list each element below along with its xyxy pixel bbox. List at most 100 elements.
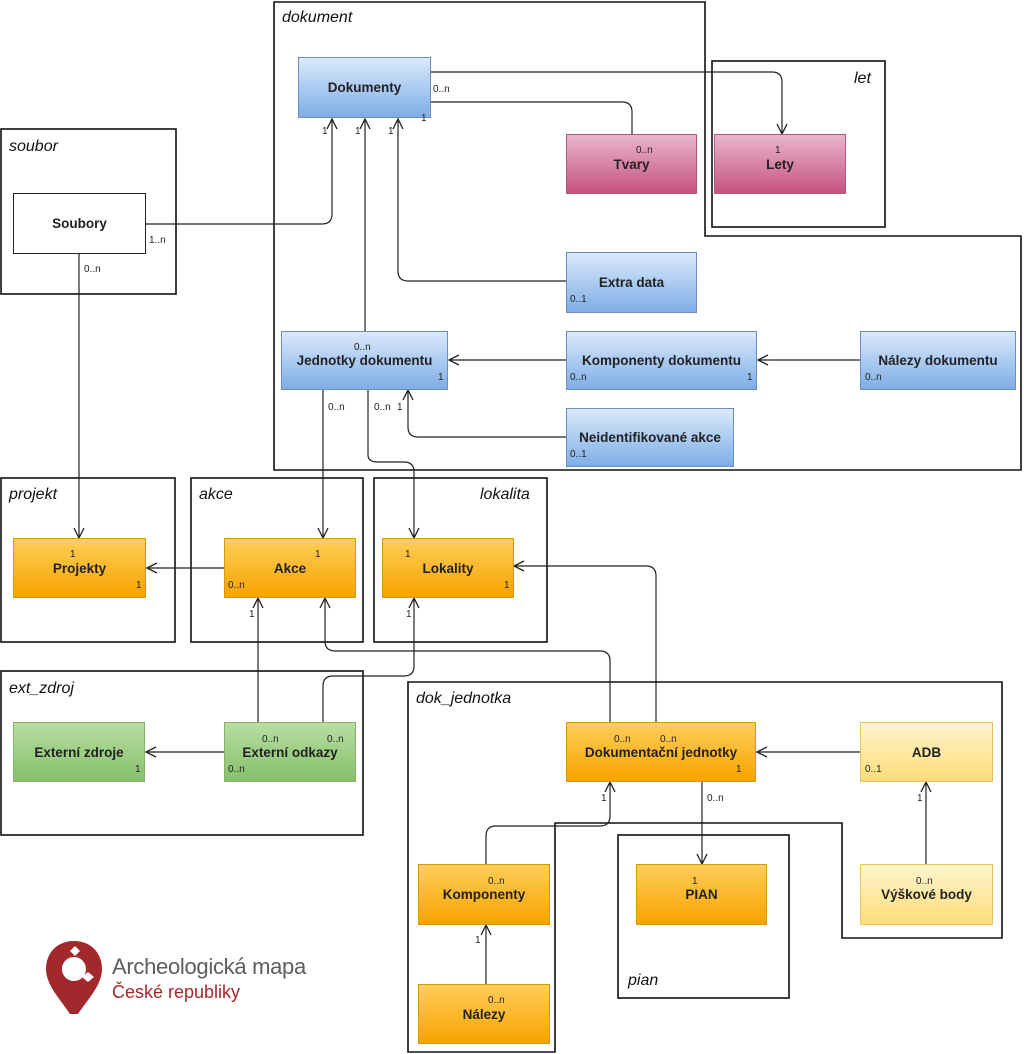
mult-label: 1 [249,609,255,620]
entity-nalezy: Nálezy [418,984,550,1044]
amcr-logo-icon [46,941,102,1014]
entity-nalezy-dokumentu: Nálezy dokumentu [860,331,1016,390]
mult-label: 0..n [354,342,371,353]
mult-label: 0..1 [570,449,587,460]
mult-label: 0..n [84,264,101,275]
entity-externi-odkazy-label: Externí odkazy [242,744,338,760]
entity-lety-label: Lety [766,156,794,172]
mult-label: 0..n [614,734,631,745]
mult-label: 1 [504,580,510,591]
entity-lokality: Lokality [382,538,514,598]
mult-label: 0..n [328,402,345,413]
mult-label: 0..n [660,734,677,745]
mult-label: 0..n [570,372,587,383]
entity-komponenty: Komponenty [418,864,550,925]
entity-vyskove-body: Výškové body [860,864,993,925]
entity-dokumentacni-jednotky: Dokumentační jednotky [566,722,756,782]
mult-label: 1 [388,126,394,137]
mult-label: 1 [397,402,403,413]
mult-label: 1 [406,609,412,620]
package-label-let: let [854,70,871,87]
mult-label: 1 [438,372,444,383]
entity-komponenty-dokumentu-label: Komponenty dokumentu [582,353,741,368]
mult-label: 1 [322,126,328,137]
mult-label: 0..1 [865,764,882,775]
edge-dokumenty-lety [430,72,782,134]
mult-label: 1 [136,580,142,591]
entity-jednotky-dokumentu-label: Jednotky dokumentu [296,353,433,368]
mult-label: 1 [405,549,411,560]
edge-soubory-dokumenty [146,119,332,224]
logo-subtitle: České republiky [112,982,241,1002]
entity-neidentifikovane-akce: Neidentifikované akce [566,408,734,467]
mult-label: 1 [601,793,607,804]
entity-nalezy-dokumentu-label: Nálezy dokumentu [878,353,998,368]
entity-externi-zdroje-label: Externí zdroje [34,744,124,760]
mult-label: 1 [736,764,742,775]
mult-label: 1 [917,793,923,804]
mult-label: 0..1 [570,294,587,305]
package-label-projekt: projekt [9,486,58,503]
package-label-lokalita: lokalita [480,486,530,503]
mult-label: 1 [70,549,76,560]
entity-soubory: Soubory [13,193,146,254]
mult-label: 1 [135,764,141,775]
package-label-dok-jednotka: dok_jednotka [416,690,512,707]
mult-label: 1..n [149,235,166,246]
edge-neidentifikovane-jednotky [408,390,566,437]
entity-extra-data: Extra data [566,252,697,313]
package-label-dokument: dokument [282,9,353,26]
entity-tvary-label: Tvary [613,156,650,172]
edge-externi-odkazy-lokality [323,598,414,722]
mult-label: 0..n [374,402,391,413]
mult-label: 0..n [262,734,279,745]
package-label-pian: pian [628,972,659,989]
mult-label: 0..n [488,995,505,1006]
entity-lokality-label: Lokality [422,560,474,576]
edge-tvary-dokumenty [408,102,632,134]
mult-label: 0..n [865,372,882,383]
entity-komponenty-dokumentu: Komponenty dokumentu [566,331,757,390]
mult-label: 1 [775,145,781,156]
package-dok-jednotka-frame [407,681,1003,1053]
mult-label: 1 [315,549,321,560]
relationship-lines [79,72,926,984]
edge-dj-lokality [514,566,656,722]
entity-dokumentacni-jednotky-label: Dokumentační jednotky [584,744,738,760]
mult-label: 1 [421,113,427,124]
mult-label: 0..n [636,145,653,156]
mult-label: 1 [747,372,753,383]
package-akce-frame [190,477,364,643]
mult-label: 0..n [228,580,245,591]
entity-projekty-label: Projekty [52,560,107,576]
entity-dokumenty-label: Dokumenty [327,80,402,95]
mult-label: 1 [475,935,481,946]
package-projekt-frame [0,477,176,643]
logo-title: Archeologická mapa [112,954,306,979]
mult-label: 0..n [707,793,724,804]
mult-label: 0..n [228,764,245,775]
mult-label: 0..n [433,84,450,95]
package-label-ext-zdroj: ext_zdroj [9,680,74,697]
package-label-akce: akce [199,486,233,503]
mult-label: 0..n [916,876,933,887]
entity-lety: Lety [714,134,846,194]
edge-komponenty-dj [486,782,610,864]
entity-dokumenty: Dokumenty [298,57,431,118]
entity-pian-label: PIAN [685,887,718,902]
entity-soubory-label: Soubory [52,216,107,231]
edge-jednotky-lokality [368,390,414,538]
entity-tvary: Tvary [566,134,697,194]
mult-label: 0..n [327,734,344,745]
entity-projekty: Projekty [13,538,146,598]
entity-extra-data-label: Extra data [598,275,665,290]
entity-externi-zdroje: Externí zdroje [13,722,145,782]
entity-adb: ADB [860,722,993,782]
package-let-frame [711,60,886,228]
mult-label: 1 [355,126,361,137]
entity-externi-odkazy: Externí odkazy [224,722,356,782]
entity-akce-label: Akce [273,560,307,576]
